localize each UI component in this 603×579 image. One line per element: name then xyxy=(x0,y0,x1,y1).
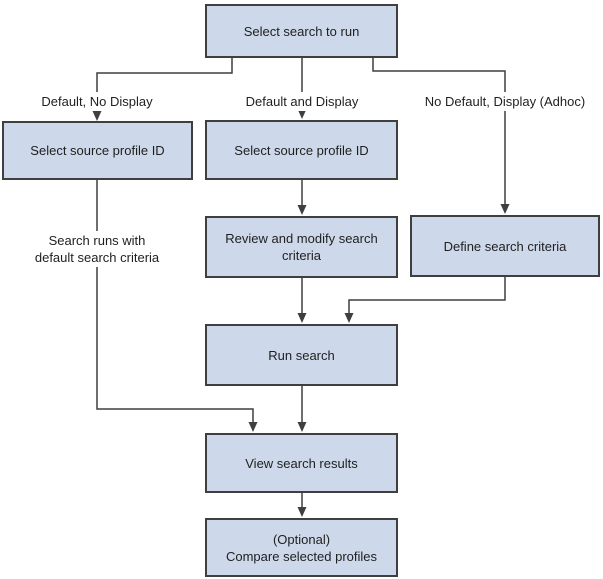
node-select-source-profile-id-left: Select source profile ID xyxy=(2,121,193,180)
edge-top-to-left-arrowhead xyxy=(92,111,102,121)
edge-define-to-run-line xyxy=(348,277,506,314)
node-define-search-criteria: Define search criteria xyxy=(410,215,600,277)
node-compare-selected-profiles: (Optional) Compare selected profiles xyxy=(205,518,398,577)
node-run-search: Run search xyxy=(205,324,398,386)
edge-define-to-run-arrowhead xyxy=(344,313,354,323)
edge-select-to-review-arrowhead xyxy=(297,205,307,215)
node-select-source-profile-id-middle: Select source profile ID xyxy=(205,120,398,180)
edge-left-to-view-arrowhead xyxy=(248,422,258,432)
edge-top-to-right-arrowhead xyxy=(500,204,510,214)
edge-label-search-runs-with-default-criteria: Search runs with default search criteria xyxy=(12,231,182,267)
edge-run-to-view-arrowhead xyxy=(297,422,307,432)
edge-label-no-default-display-adhoc: No Default, Display (Adhoc) xyxy=(413,92,597,111)
node-select-search-to-run: Select search to run xyxy=(205,4,398,58)
edge-review-to-run-arrowhead xyxy=(297,313,307,323)
edge-label-default-no-display: Default, No Display xyxy=(17,92,177,111)
edge-label-default-and-display: Default and Display xyxy=(222,92,382,111)
node-view-search-results: View search results xyxy=(205,433,398,493)
node-review-and-modify-search-criteria: Review and modify search criteria xyxy=(205,216,398,278)
edge-view-to-compare-arrowhead xyxy=(297,507,307,517)
